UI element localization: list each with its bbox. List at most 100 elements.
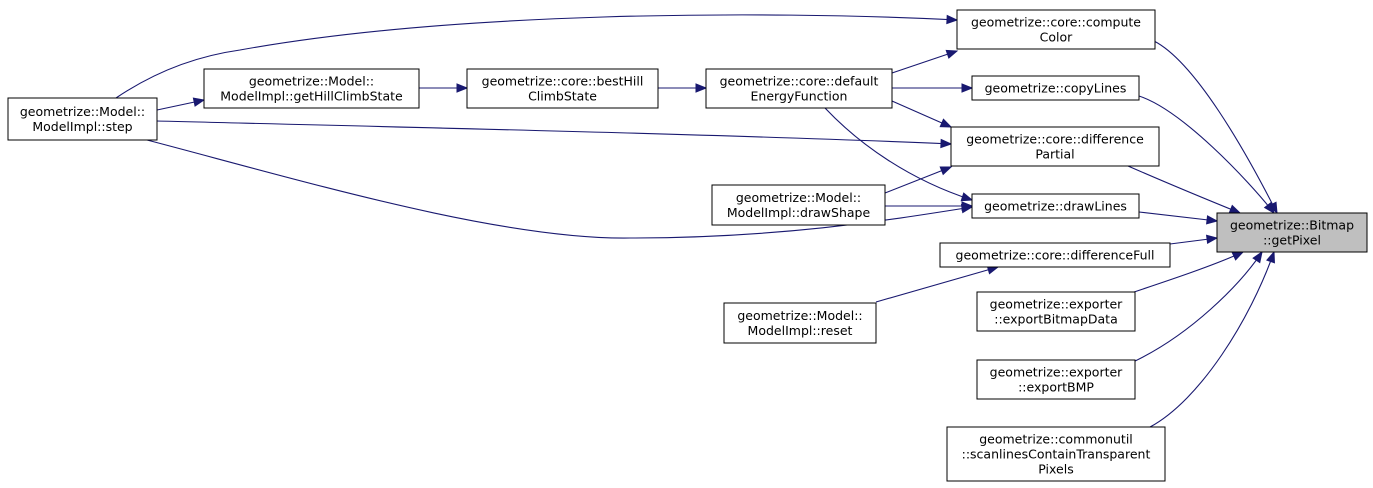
node-box (723, 302, 877, 344)
edge-line (824, 107, 973, 201)
node-getHillClimbState[interactable]: geometrize::Model::ModelImpl::getHillCli… (203, 68, 420, 109)
node-label-line: geometrize::Bitmap (1230, 218, 1354, 233)
arrowhead (1231, 251, 1245, 261)
arrowhead (695, 83, 708, 93)
node-label-line: ModelImpl::reset (748, 323, 853, 338)
edge-differenceFull-to-getPixel (1169, 234, 1219, 245)
node-label-line: EnergyFunction (751, 89, 848, 104)
edge-defaultEnergy-to-drawLines (824, 107, 974, 202)
node-box (711, 184, 886, 226)
edges-layer (115, 14, 1278, 428)
edge-line (1138, 95, 1275, 214)
edge-line (1153, 40, 1278, 214)
arrowhead (940, 138, 953, 149)
node-box (971, 75, 1140, 101)
node-label-line: geometrize::Model:: (20, 104, 145, 119)
node-drawLines[interactable]: geometrize::drawLines (971, 193, 1140, 219)
node-exportBitmapData[interactable]: geometrize::exporter::exportBitmapData (976, 291, 1136, 332)
edge-line (891, 100, 952, 128)
node-label-line: ClimbState (528, 89, 597, 104)
node-step[interactable]: geometrize::Model::ModelImpl::step (7, 97, 158, 141)
node-box (976, 359, 1136, 400)
node-box (956, 9, 1156, 50)
arrowhead (960, 192, 974, 202)
node-box (946, 426, 1166, 482)
node-drawShape[interactable]: geometrize::Model::ModelImpl::drawShape (711, 184, 886, 226)
edge-line (884, 166, 952, 194)
node-label-line: geometrize::exporter (990, 365, 1124, 380)
node-label-line: ::scanlinesContainTransparent (962, 447, 1151, 462)
node-getPixel[interactable]: geometrize::Bitmap::getPixel (1216, 212, 1368, 253)
arrowhead (1205, 234, 1219, 245)
edge-drawShape-to-differencePartial (884, 166, 953, 194)
edge-line (156, 120, 952, 145)
node-label-line: geometrize::core::difference (966, 132, 1144, 147)
node-exportBMP[interactable]: geometrize::exporter::exportBMP (976, 359, 1136, 400)
node-box (971, 193, 1140, 219)
node-box (1216, 212, 1368, 253)
node-box (466, 68, 659, 109)
node-label-line: geometrize::core::bestHill (482, 74, 644, 89)
node-box (939, 242, 1171, 268)
node-label-line: ModelImpl::step (32, 119, 132, 134)
node-box (705, 68, 893, 109)
arrowhead (961, 201, 974, 211)
edge-drawShape-to-drawLines (885, 201, 974, 211)
nodes-layer: geometrize::Bitmap::getPixelgeometrize::… (7, 9, 1368, 482)
node-label-line: ::exportBitmapData (994, 312, 1117, 327)
edge-defaultEnergy-to-copyLines (892, 83, 974, 93)
node-label-line: geometrize::core::compute (971, 15, 1141, 30)
edge-line (1127, 165, 1241, 214)
node-reset[interactable]: geometrize::Model::ModelImpl::reset (723, 302, 877, 344)
edge-defaultEnergy-to-computeColor (891, 49, 959, 74)
node-label-line: geometrize::copyLines (985, 81, 1127, 96)
arrowhead (961, 83, 974, 93)
arrowhead (1263, 201, 1275, 215)
edge-scanlines-to-getPixel (1149, 250, 1275, 428)
node-label-line: geometrize::commonutil (979, 432, 1133, 447)
node-box (203, 68, 420, 109)
node-label-line: geometrize::Model:: (736, 190, 861, 205)
edge-step-to-getHillClimbState (156, 97, 206, 111)
edge-line (891, 50, 958, 74)
edge-line (1127, 251, 1244, 295)
node-box (950, 126, 1160, 167)
node-copyLines[interactable]: geometrize::copyLines (971, 75, 1140, 101)
node-label-line: Partial (1035, 147, 1074, 162)
arrowhead (946, 14, 959, 25)
node-label-line: ::getPixel (1263, 233, 1321, 248)
edge-defaultEnergy-to-differencePartial (891, 100, 953, 128)
edge-differencePartial-to-getPixel (1127, 165, 1242, 214)
node-label-line: ::exportBMP (1018, 380, 1094, 395)
edge-computeColor-to-getPixel (1153, 40, 1278, 215)
node-label-line: geometrize::drawLines (984, 199, 1127, 214)
edge-line (1149, 251, 1275, 428)
node-label-line: geometrize::Model:: (249, 74, 374, 89)
edge-copyLines-to-getPixel (1138, 95, 1275, 215)
arrowhead (192, 97, 206, 107)
node-differenceFull[interactable]: geometrize::core::differenceFull (939, 242, 1171, 268)
arrowhead (1266, 250, 1275, 264)
arrowhead (939, 166, 953, 176)
node-scanlines[interactable]: geometrize::commonutil::scanlinesContain… (946, 426, 1166, 482)
node-label-line: ModelImpl::getHillClimbState (220, 89, 403, 104)
node-label-line: geometrize::Model:: (737, 308, 862, 323)
arrowhead (456, 83, 469, 93)
node-label-line: geometrize::exporter (990, 297, 1124, 312)
node-label-line: ModelImpl::drawShape (727, 205, 871, 220)
node-label-line: geometrize::core::default (720, 74, 879, 89)
edge-line (1132, 251, 1263, 363)
edge-bestHill-to-defaultEnergy (658, 83, 708, 93)
node-label-line: geometrize::core::differenceFull (956, 248, 1155, 263)
node-box (976, 291, 1136, 332)
edge-step-to-differencePartial (156, 120, 953, 149)
edge-line (115, 14, 958, 99)
edge-getHillClimbState-to-bestHill (419, 83, 469, 93)
node-box (7, 97, 158, 141)
arrowhead (945, 49, 959, 59)
